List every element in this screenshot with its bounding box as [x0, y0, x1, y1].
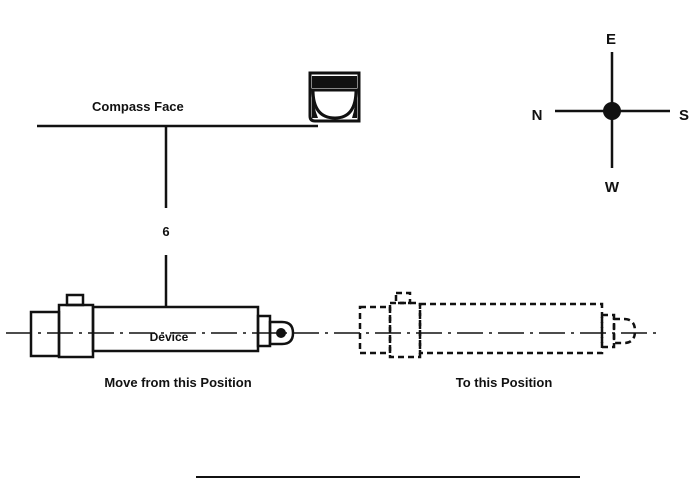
device-start-position [29, 293, 295, 359]
compass-east-label: E [606, 31, 616, 48]
compass-west-label: W [605, 179, 620, 196]
device-collar-tab [65, 293, 85, 307]
target-collar-tab [394, 291, 412, 305]
compass-south-label: S [679, 107, 689, 124]
compass-rose-center [603, 102, 621, 120]
target-nose [600, 313, 616, 349]
compass-face-assembly [37, 124, 318, 307]
device-target-position [358, 291, 637, 359]
device-nose [256, 314, 272, 348]
device-end-cap [29, 310, 61, 358]
target-body [418, 302, 604, 355]
move-from-label: Move from this Position [104, 375, 251, 390]
target-collar [388, 301, 422, 359]
device-eyelet [268, 320, 295, 346]
device-eyelet-hole [276, 328, 286, 338]
compass-face-label: Compass Face [92, 99, 184, 114]
device-body [91, 305, 260, 353]
compass-rose [555, 52, 670, 168]
device-label: Device [150, 330, 189, 344]
to-position-label: To this Position [456, 375, 553, 390]
target-eyelet [612, 317, 637, 345]
distance-label: 6 [162, 224, 169, 239]
compass-north-label: N [532, 107, 543, 124]
device-collar [57, 303, 95, 359]
compass-housing-icon [308, 71, 361, 123]
target-end-cap [358, 305, 392, 355]
